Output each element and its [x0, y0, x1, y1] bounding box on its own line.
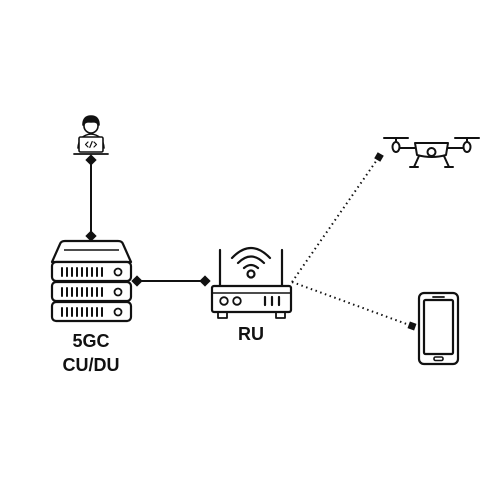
link-endpoint-marker: [131, 275, 143, 287]
ru-label: RU: [238, 324, 264, 344]
smartphone-icon: [417, 291, 460, 366]
link-ru-phone: [291, 281, 417, 331]
wifi-router-icon: [210, 246, 293, 319]
link-endpoint-marker: [374, 152, 384, 162]
server-rack-icon: [50, 239, 133, 323]
link-ru-drone: [291, 152, 384, 283]
link-core-ru: [131, 275, 211, 287]
link-developer-core: [85, 154, 97, 242]
core-label-line2: CU/DU: [62, 355, 120, 375]
link-endpoint-marker: [85, 154, 97, 166]
link-endpoint-marker: [407, 321, 417, 331]
core-label-line1: 5GC: [72, 331, 110, 351]
developer-laptop-icon: [73, 115, 109, 155]
drone-icon: [383, 137, 480, 168]
link-endpoint-marker: [199, 275, 211, 287]
